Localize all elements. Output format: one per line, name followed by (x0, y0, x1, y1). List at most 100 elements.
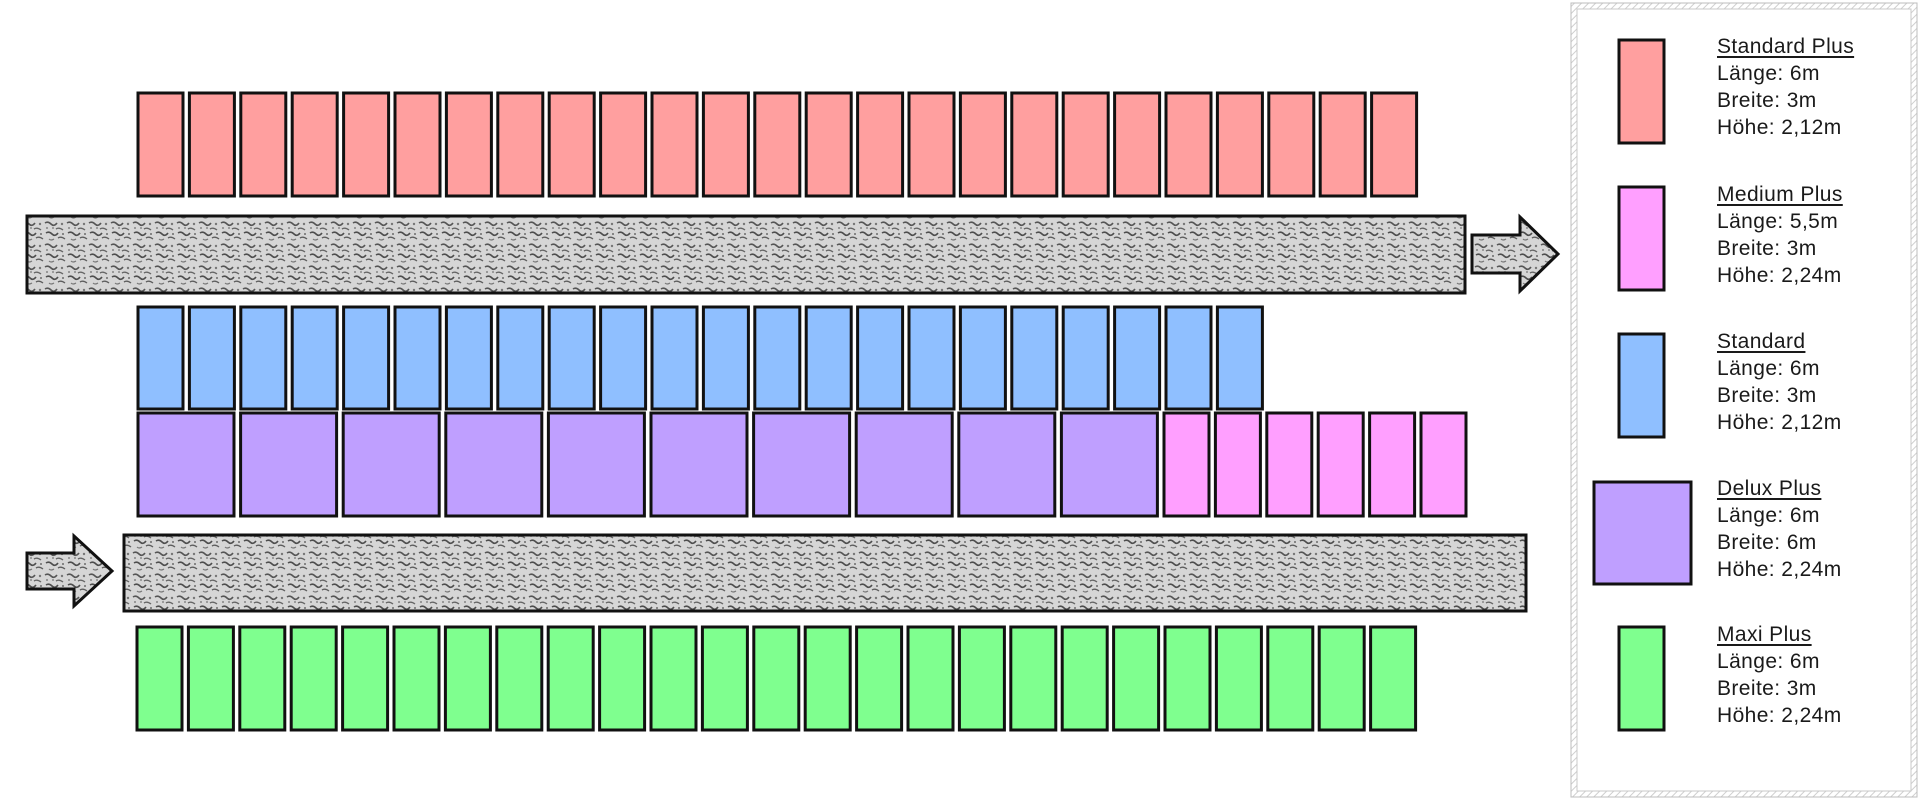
parking-spot-standard-plus (1318, 91, 1367, 198)
parking-spot-standard-plus (187, 91, 236, 198)
parking-spot-standard (136, 305, 185, 411)
row-standard (136, 305, 1264, 411)
parking-spot-maxi-plus (341, 625, 390, 732)
parking-spot-standard (804, 305, 853, 411)
legend-swatch-standard-plus (1617, 38, 1666, 145)
row-standard-plus (136, 91, 1419, 198)
parking-spot-standard-plus (1113, 91, 1162, 198)
parking-spot-maxi-plus (957, 625, 1006, 732)
legend-height: Höhe: 2,12m (1717, 411, 1842, 434)
parking-spot-standard (547, 305, 596, 411)
exit-arrow-icon (1470, 213, 1561, 295)
legend-length: Länge: 5,5m (1717, 210, 1839, 233)
legend-length: Länge: 6m (1717, 504, 1820, 527)
parking-spot-standard (753, 305, 802, 411)
parking-spot-standard-plus (856, 91, 905, 198)
parking-spot-standard-plus (290, 91, 339, 198)
parking-spot-standard-plus (136, 91, 185, 198)
legend-length: Länge: 6m (1717, 357, 1820, 380)
parking-spot-standard (1010, 305, 1059, 411)
legend-item-standard-plus: Standard Plus Länge: 6m Breite: 3m Höhe:… (1717, 33, 1854, 141)
parking-spot-standard-plus (599, 91, 648, 198)
parking-spot-delux-plus (752, 411, 852, 518)
parking-spot-standard (444, 305, 493, 411)
parking-spot-standard (1061, 305, 1110, 411)
parking-spot-standard (239, 305, 288, 411)
legend-item-maxi-plus: Maxi Plus Länge: 6m Breite: 3m Höhe: 2,2… (1717, 621, 1842, 729)
parking-spot-maxi-plus (1317, 625, 1366, 732)
parking-spot-medium-plus (1213, 411, 1262, 518)
parking-spot-delux-plus (341, 411, 441, 518)
legend-height: Höhe: 2,24m (1717, 704, 1842, 727)
parking-spot-delux-plus (957, 411, 1057, 518)
parking-spot-standard (393, 305, 442, 411)
parking-spot-maxi-plus (495, 625, 544, 732)
parking-spot-medium-plus (1265, 411, 1314, 518)
parking-spot-standard-plus (342, 91, 391, 198)
parking-spot-standard-plus (393, 91, 442, 198)
parking-spot-standard-plus (1164, 91, 1213, 198)
parking-spot-maxi-plus (1112, 625, 1161, 732)
parking-spot-standard (599, 305, 648, 411)
legend-name: Delux Plus (1717, 477, 1822, 500)
parking-spot-maxi-plus (752, 625, 801, 732)
parking-spot-standard (1164, 305, 1213, 411)
parking-spot-delux-plus (1059, 411, 1159, 518)
parking-spot-standard-plus (1061, 91, 1110, 198)
parking-spot-standard-plus (804, 91, 853, 198)
parking-spot-standard (187, 305, 236, 411)
parking-spot-standard (907, 305, 956, 411)
parking-spot-maxi-plus (1266, 625, 1315, 732)
parking-spot-maxi-plus (1369, 625, 1418, 732)
parking-spot-medium-plus (1368, 411, 1417, 518)
parking-spot-maxi-plus (1009, 625, 1058, 732)
parking-spot-standard-plus (701, 91, 750, 198)
parking-spot-standard-plus (907, 91, 956, 198)
legend-height: Höhe: 2,24m (1717, 558, 1842, 581)
road-lower (122, 533, 1528, 613)
parking-spot-medium-plus (1419, 411, 1468, 518)
parking-spot-maxi-plus (289, 625, 338, 732)
parking-spot-standard-plus (753, 91, 802, 198)
parking-spot-maxi-plus (186, 625, 235, 732)
parking-spot-maxi-plus (906, 625, 955, 732)
legend-swatch-maxi-plus (1617, 625, 1666, 732)
parking-spot-maxi-plus (135, 625, 184, 732)
legend-width: Breite: 3m (1717, 89, 1817, 112)
legend-name: Maxi Plus (1717, 623, 1812, 646)
parking-spot-standard-plus (496, 91, 545, 198)
parking-spot-standard (701, 305, 750, 411)
parking-spot-standard-plus (1215, 91, 1264, 198)
legend-swatches (1592, 38, 1693, 732)
parking-spot-delux-plus (649, 411, 749, 518)
legend-width: Breite: 3m (1717, 677, 1817, 700)
row-delux-plus (136, 411, 1159, 518)
parking-spot-maxi-plus (1214, 625, 1263, 732)
parking-spot-standard-plus (958, 91, 1007, 198)
parking-spot-standard-plus (547, 91, 596, 198)
legend-height: Höhe: 2,12m (1717, 116, 1842, 139)
legend-name: Standard (1717, 330, 1806, 353)
legend-item-medium-plus: Medium Plus Länge: 5,5m Breite: 3m Höhe:… (1717, 181, 1843, 289)
parking-spot-maxi-plus (443, 625, 492, 732)
parking-spot-standard (342, 305, 391, 411)
legend-name: Standard Plus (1717, 35, 1855, 58)
legend-item-standard: Standard Länge: 6m Breite: 3m Höhe: 2,12… (1717, 328, 1842, 436)
parking-spot-standard (856, 305, 905, 411)
row-medium-plus (1162, 411, 1468, 518)
parking-spot-standard (650, 305, 699, 411)
parking-spot-medium-plus (1162, 411, 1211, 518)
legend-length: Länge: 6m (1717, 62, 1820, 85)
parking-spot-standard-plus (650, 91, 699, 198)
parking-spot-standard (290, 305, 339, 411)
parking-spot-maxi-plus (238, 625, 287, 732)
parking-spot-maxi-plus (855, 625, 904, 732)
parking-spot-standard-plus (444, 91, 493, 198)
parking-spot-delux-plus (854, 411, 954, 518)
parking-spot-standard (496, 305, 545, 411)
parking-spot-medium-plus (1316, 411, 1365, 518)
parking-spot-maxi-plus (803, 625, 852, 732)
legend-swatch-medium-plus (1617, 185, 1666, 292)
parking-spot-maxi-plus (649, 625, 698, 732)
legend-width: Breite: 6m (1717, 531, 1817, 554)
